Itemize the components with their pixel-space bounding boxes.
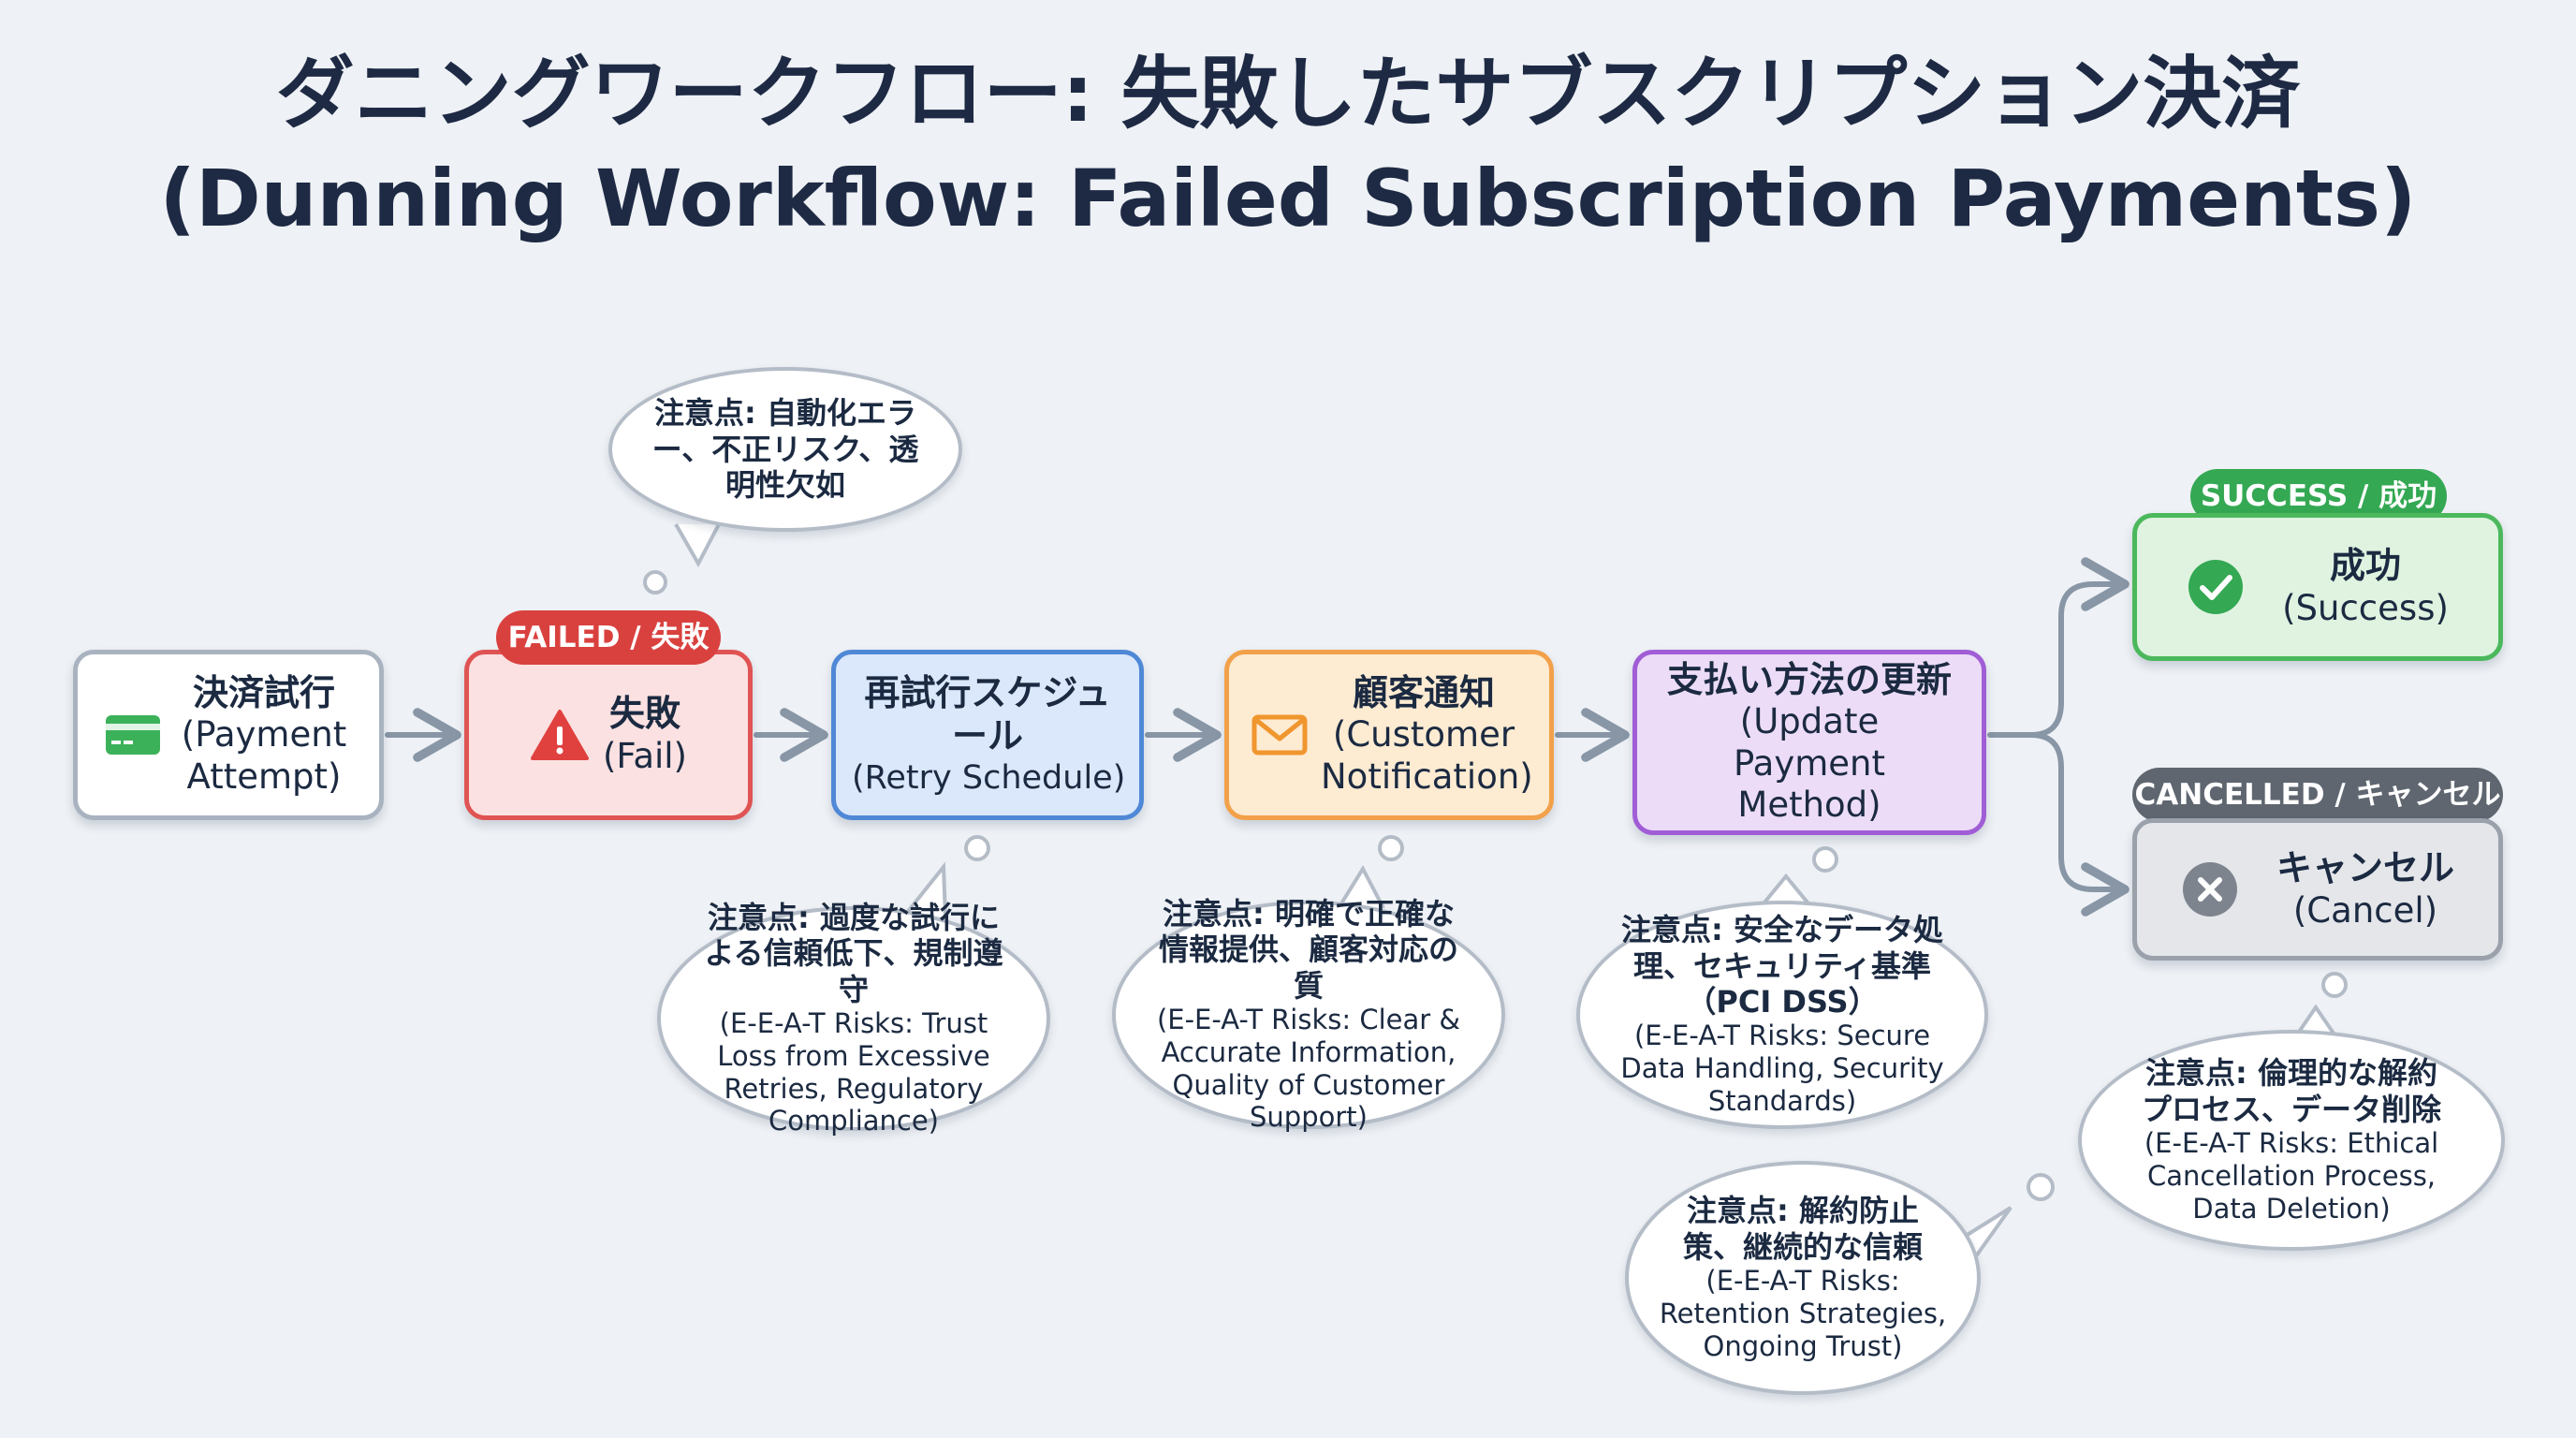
node-label-ja: 失敗 <box>608 693 681 734</box>
status-badge-cancelled: CANCELLED / キャンセル <box>2132 768 2503 822</box>
callout-text-ja: 注意点: 安全なデータ処理、セキュリティ基準（PCI DSS） <box>1621 912 1943 1020</box>
warning-icon <box>530 708 590 762</box>
callout-retry: 注意点: 過度な試行による信頼低下、規制遵守 (E-E-A-T Risks: T… <box>657 900 1050 1137</box>
node-label-ja: 支払い方法の更新 <box>1666 658 1952 700</box>
node-label-ja: 決済試行 <box>192 671 335 713</box>
callout-text-en: (E-E-A-T Risks: Secure Data Handling, Se… <box>1620 1020 1944 1117</box>
node-label-en: (Cancel) <box>2292 889 2438 931</box>
callout-dot-notify <box>1378 835 1404 861</box>
node-customer-notification: 顧客通知 (Customer Notification) <box>1224 650 1554 820</box>
node-label-ja: 顧客通知 <box>1352 671 1495 713</box>
check-icon <box>2187 558 2245 616</box>
callout-text-ja: 注意点: 倫理的な解約プロセス、データ削除 <box>2141 1055 2441 1127</box>
node-label-en: (Fail) <box>603 735 687 776</box>
node-label-en: (Retry Schedule) <box>852 758 1126 797</box>
callout-text-ja: 注意点: 明確で正確な情報提供、顧客対応の質 <box>1158 895 1458 1004</box>
callout-text-en: (E-E-A-T Risks: Clear & Accurate Informa… <box>1156 1004 1461 1134</box>
node-fail: 失敗 (Fail) <box>464 650 753 820</box>
callout-notify: 注意点: 明確で正確な情報提供、顧客対応の質 (E-E-A-T Risks: C… <box>1112 896 1505 1133</box>
callout-text-en: (E-E-A-T Risks: Ethical Cancellation Pro… <box>2144 1127 2439 1225</box>
node-label-en: (Update Payment Method) <box>1734 701 1885 825</box>
node-label-ja: 成功 <box>2329 545 2401 586</box>
close-icon <box>2181 860 2239 918</box>
credit-card-icon <box>104 713 162 756</box>
callout-dot-retry <box>964 835 990 861</box>
status-badge-failed: FAILED / 失敗 <box>496 610 721 665</box>
node-label-en: (Payment Attempt) <box>181 714 347 797</box>
callout-retention: 注意点: 解約防止策、継続的な信頼 (E-E-A-T Risks: Retent… <box>1625 1161 1981 1395</box>
callout-text-en: (E-E-A-T Risks: Retention Strategies, On… <box>1659 1265 1947 1362</box>
arrow-update-to-success <box>1987 557 2130 738</box>
node-label-ja: 再試行スケジュール <box>864 672 1111 756</box>
callout-dot-fail <box>643 570 667 594</box>
node-retry-schedule: 再試行スケジュール (Retry Schedule) <box>831 650 1144 820</box>
node-update-payment-method: 支払い方法の更新 (Update Payment Method) <box>1632 650 1986 835</box>
callout-text-en: (E-E-A-T Risks: Trust Loss from Excessiv… <box>717 1007 990 1137</box>
mail-icon <box>1251 714 1308 756</box>
callout-dot-retention <box>2027 1173 2055 1201</box>
callout-cancel: 注意点: 倫理的な解約プロセス、データ削除 (E-E-A-T Risks: Et… <box>2078 1030 2505 1251</box>
arrow-update-to-cancel <box>2028 732 2130 917</box>
callout-text-ja: 注意点: 自動化エラー、不正リスク、透明性欠如 <box>651 395 919 504</box>
callout-tail-fail <box>676 524 719 564</box>
node-label-ja: キャンセル <box>2276 847 2454 888</box>
callout-update: 注意点: 安全なデータ処理、セキュリティ基準（PCI DSS） (E-E-A-T… <box>1576 901 1988 1129</box>
node-cancel: キャンセル (Cancel) <box>2132 818 2503 961</box>
page-title-ja: ダニングワークフロー: 失敗したサブスクリプション決済 <box>275 48 2301 139</box>
callout-dot-cancel <box>2321 972 2348 998</box>
callout-text-ja: 注意点: 解約防止策、継続的な信頼 <box>1682 1193 1923 1265</box>
callout-fail: 注意点: 自動化エラー、不正リスク、透明性欠如 <box>608 367 962 532</box>
page-title-en: (Dunning Workflow: Failed Subscription P… <box>159 153 2417 244</box>
node-success: 成功 (Success) <box>2132 513 2503 661</box>
node-payment-attempt: 決済試行 (Payment Attempt) <box>73 650 384 820</box>
node-label-en: (Customer Notification) <box>1321 714 1533 797</box>
node-label-en: (Success) <box>2282 587 2449 628</box>
callout-dot-update <box>1812 846 1838 873</box>
callout-text-ja: 注意点: 過度な試行による信頼低下、規制遵守 <box>704 899 1003 1007</box>
